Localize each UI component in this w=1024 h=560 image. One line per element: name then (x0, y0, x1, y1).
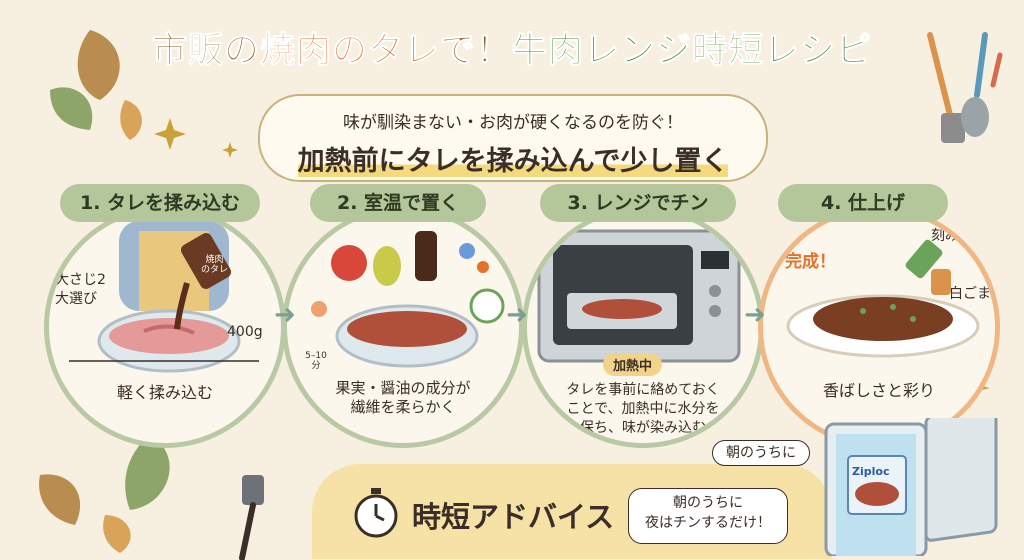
step-2-caption: 果実・醤油の成分が 繊維を柔らかく (335, 379, 471, 416)
banner-subtitle: 味が馴染まない・お肉が硬くなるのを防ぐ！ (343, 113, 683, 133)
tip-banner: 味が馴染まない・お肉が硬くなるのを防ぐ！ 加熱前にタレを揉み込んで少し置く (258, 94, 768, 182)
step-2-circle: 5–10 分 果実・醤油の成分が 繊維を柔らかく (282, 206, 524, 448)
step-3-label: 3. レンジでチン (540, 184, 736, 222)
ingredients-icon (311, 231, 505, 368)
step-1-bottle-label: 焼肉 のタレ (201, 255, 229, 275)
title-part-2: 焼肉のタレ (259, 31, 440, 72)
sparkle-icon (154, 118, 238, 158)
step-4-caption: 香ばしさと彩り (822, 381, 935, 400)
arrow-right-icon: ➜ (274, 300, 296, 330)
step-3-circle: 加熱中 タレを事前に絡めておく ことで、加熱中に水分を 保ち、味が染み込む (522, 206, 764, 448)
timer-label: 5–10 分 (305, 351, 327, 371)
step-1-note: 大さじ2 大選び (55, 272, 106, 307)
arrow-right-icon: ➜ (744, 300, 766, 330)
speech-bubble-small: 朝のうちに (712, 440, 810, 466)
person-icon (69, 221, 259, 373)
arrow-right-icon: ➜ (506, 300, 528, 330)
topping-1-label: 刻みネギ (931, 228, 987, 244)
step-1-caption: 軽く揉み込む (116, 383, 213, 402)
stopwatch-icon (354, 488, 398, 538)
advice-title: 時短アドバイス (412, 500, 615, 534)
done-label: 完成！ (785, 252, 836, 272)
speech-bubble-large: 朝のうちに 夜はチンするだけ！ (628, 488, 788, 544)
title-part-1: 市販の (151, 31, 260, 72)
banner-main-text: 加熱前にタレを揉み込んで少し置く (260, 139, 766, 178)
topping-2-label: 白ごま (949, 286, 991, 302)
finished-dish-icon (786, 239, 980, 358)
title-part-3: で！ (439, 31, 513, 72)
leaf-decoration-icon (39, 435, 170, 553)
step-1-weight: 400g (227, 324, 263, 340)
step-2-label: 2. 室温で置く (310, 184, 486, 222)
spatula-icon (239, 475, 264, 560)
bag-brand: Ziploc (852, 465, 890, 478)
heating-badge: 加熱中 (603, 353, 663, 376)
step-3-caption: タレを事前に絡めておく ことで、加熱中に水分を 保ち、味が染み込む (566, 382, 720, 436)
utensils-icon (927, 32, 1003, 143)
leaf-decoration-icon (50, 30, 142, 140)
fridge-icon (824, 418, 998, 556)
step-1-label: 1. タレを揉み込む (60, 184, 260, 222)
title-part-4: 牛肉レンジ時短レシピ (512, 31, 873, 72)
step-4-circle: 完成！ 刻みネギ 白ごま 香ばしさと彩り (758, 206, 1000, 448)
step-4-label: 4. 仕上げ (778, 184, 948, 222)
page-title: 市販の焼肉のタレで！牛肉レンジ時短レシピ (0, 22, 1024, 73)
banner-main-highlight: 加熱前にタレを揉み込んで少し置く (297, 146, 729, 177)
step-1-circle: 大さじ2 大選び 400g 焼肉 のタレ 軽く揉み込む (44, 206, 286, 448)
